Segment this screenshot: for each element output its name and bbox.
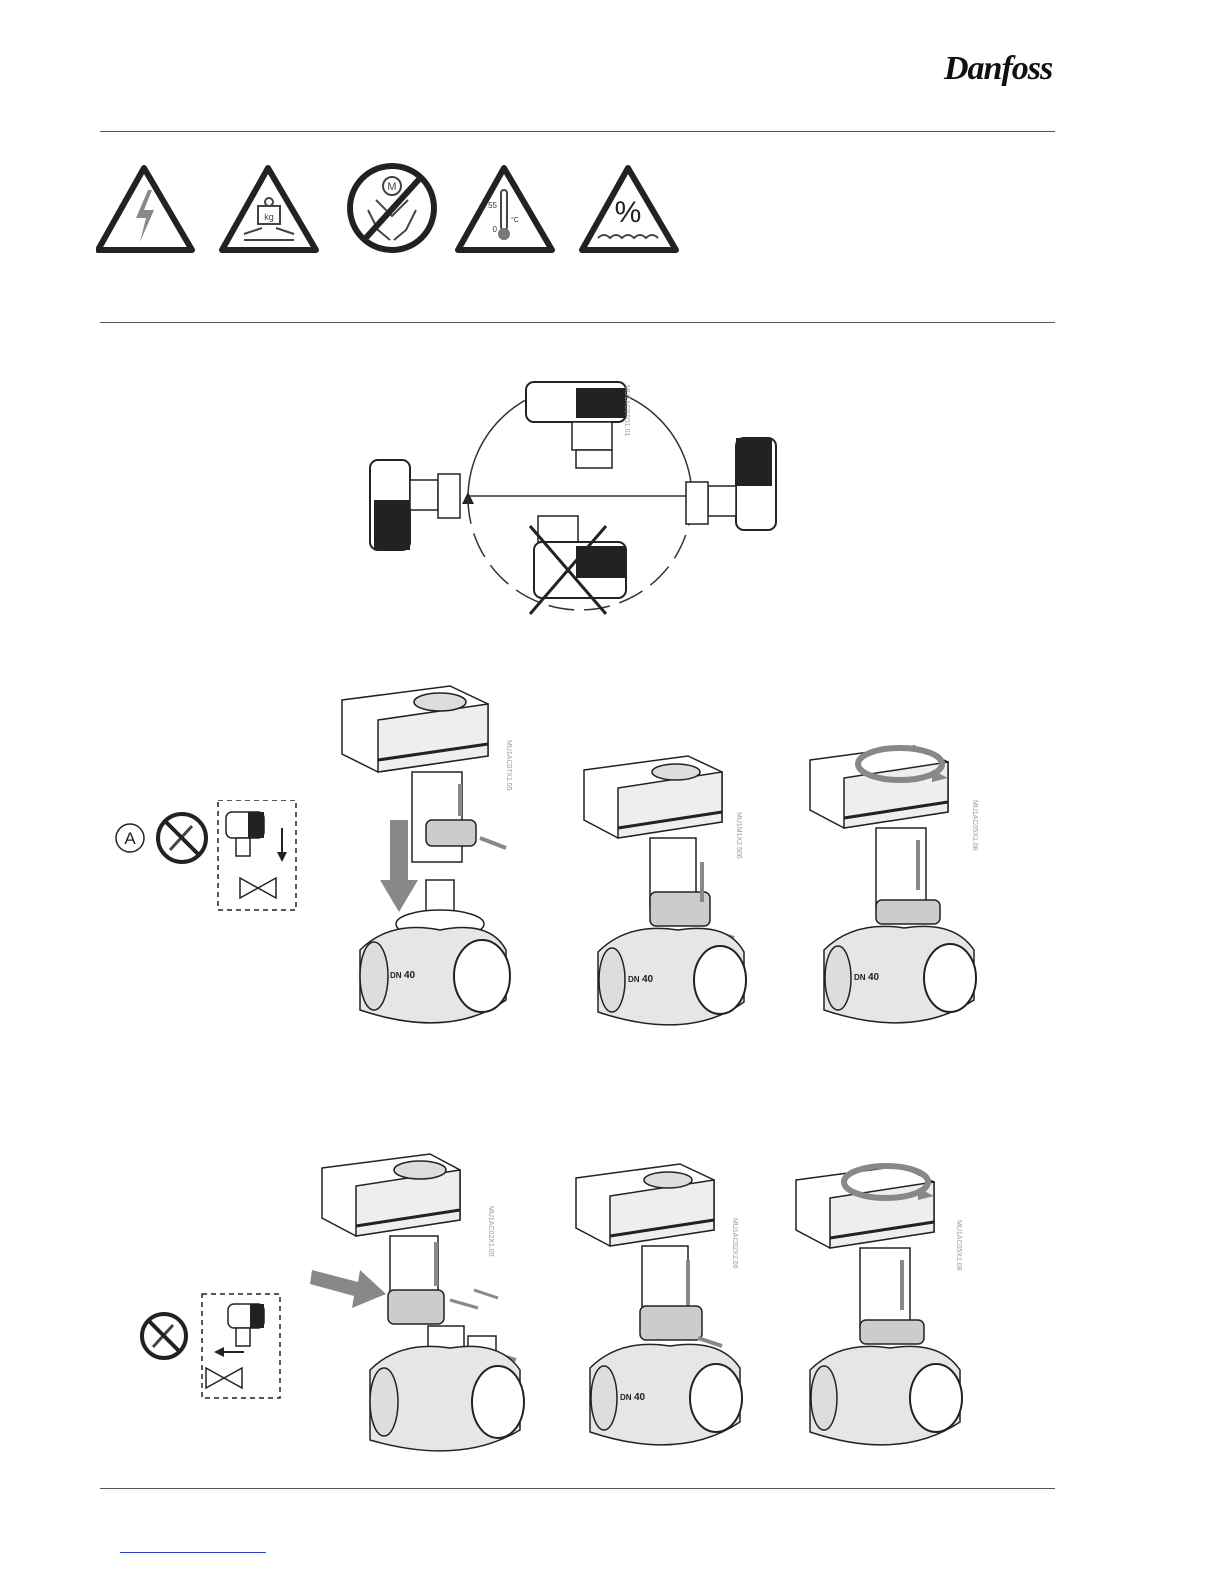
svg-text:55: 55 [488,201,497,210]
figure-code: MU1AC07Q1.01 [623,385,630,436]
option-b-legend [140,1292,290,1402]
no-tools-icon [158,814,206,862]
coupling-nut [860,1320,924,1344]
screw-arrow [480,838,506,848]
brand-logo: Danfoss [944,50,1052,88]
mounting-orientation-diagram [340,370,820,630]
warning-icons-row: kg M 55 0 °C % [96,160,696,260]
svg-text:A: A [124,829,136,848]
figure-code: MU1AC05X1.08 [955,1220,962,1271]
coupling-nut [426,820,476,846]
svg-text:40: 40 [868,972,880,983]
actuator-body [576,1164,714,1246]
figure-code: MU1AC05X1.08 [971,800,978,851]
valve-body [810,1346,962,1445]
actuator-body [342,686,488,772]
screw-arrow [450,1290,498,1308]
temperature-range-icon: 55 0 °C [458,168,552,250]
valve-symbol-icon [206,1368,242,1388]
valve-body: DN 40 [824,926,976,1023]
actuator-body [322,1154,460,1236]
step-b2-illustration: DN 40 [570,1160,750,1466]
coupling-nut [876,900,940,924]
actuator-body [810,746,948,828]
section-divider [100,322,1055,323]
svg-text:DN: DN [628,975,640,984]
svg-text:40: 40 [404,970,416,981]
step-a1-illustration: 40 DN [330,680,520,1040]
svg-text:DN: DN [620,1393,632,1402]
valve-body: DN 40 [590,1344,742,1445]
option-a-legend: A [108,800,308,912]
coupling-nut [640,1306,702,1340]
svg-text:40: 40 [642,974,654,985]
bottom-divider [100,1488,1055,1489]
figure-code: MU1AC07X1.05 [505,740,512,791]
no-tools-icon [142,1314,186,1358]
step-a3-illustration: DN 40 [804,740,984,1042]
step-b3-illustration [790,1160,970,1466]
svg-text:kg: kg [264,212,274,222]
svg-text:DN: DN [390,971,402,980]
coupling-nut [388,1290,444,1324]
actuator-horizontal-right [686,438,776,530]
figure-code: MU1AC02X1.05 [487,1206,494,1257]
svg-text:0: 0 [493,225,498,234]
svg-text:DN: DN [854,973,866,982]
actuator-upside-down-forbidden [530,516,626,614]
actuator-body [584,756,722,838]
footer-link-underline[interactable] [120,1552,266,1553]
valve-body: 40 DN [360,880,510,1023]
actuator-horizontal-left [370,460,460,550]
valve-symbol-icon [240,878,276,898]
svg-text:40: 40 [634,1392,646,1403]
figure-code: MU1M1X2.506 [735,812,742,859]
valve-body [370,1326,524,1451]
actuator-upright [526,382,626,468]
step-b1-illustration [310,1150,530,1466]
humidity-icon: % [582,168,676,250]
heavy-weight-icon: kg [222,168,316,250]
actuator-mini-icon [226,812,287,862]
actuator-mini-icon [214,1304,264,1357]
svg-text:%: % [615,196,642,229]
svg-text:°C: °C [511,216,519,224]
step-a2-illustration: DN 40 [578,752,748,1042]
no-lift-by-actuator-icon: M [350,166,434,250]
valve-body: DN 40 [598,928,746,1025]
figure-code: MU1AC02X2.06 [731,1218,738,1269]
push-arrow [310,1270,386,1308]
electric-hazard-icon [98,168,192,250]
actuator-body [796,1166,934,1248]
actuator-yoke [412,772,462,862]
svg-text:M: M [387,181,396,193]
top-divider [100,131,1055,132]
